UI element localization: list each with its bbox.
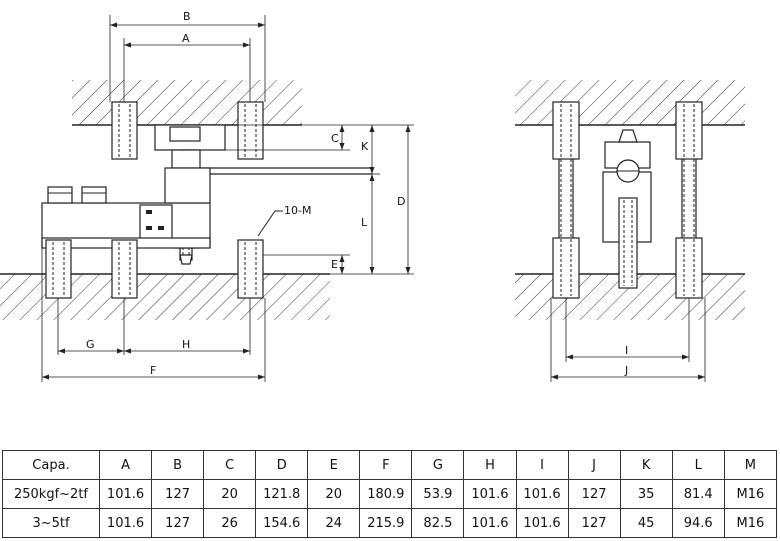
dim-label-e: E xyxy=(331,258,338,271)
table-cell: 26 xyxy=(203,508,257,538)
table-cell: 101.6 xyxy=(463,479,517,509)
header-cell: Capa. xyxy=(2,450,100,480)
table-cell: 81.4 xyxy=(671,479,725,509)
table-header-row: Capa. A B C D E F G H I J K L M xyxy=(2,450,778,480)
side-view: 10-M xyxy=(0,80,372,320)
table-cell: 45 xyxy=(619,508,673,538)
dim-label-k: K xyxy=(361,140,369,153)
front-rod xyxy=(618,197,638,289)
bottom-bolt-1 xyxy=(45,239,72,299)
table-cell: 127 xyxy=(151,508,205,538)
table-cell: 82.5 xyxy=(411,508,465,538)
header-cell: D xyxy=(255,450,309,480)
bottom-bolt-3 xyxy=(237,239,264,299)
table-cell: 101.6 xyxy=(515,508,569,538)
upper-nut xyxy=(171,149,201,169)
dim-label-i: I xyxy=(625,344,628,357)
front-bottom-bolt-right xyxy=(675,237,703,299)
table-cell: M16 xyxy=(723,479,778,509)
table-cell: 94.6 xyxy=(671,508,725,538)
front-top-plate-hatch xyxy=(515,80,745,125)
dim-label-g: G xyxy=(86,338,95,351)
dimension-arrows xyxy=(42,22,411,380)
header-cell: C xyxy=(203,450,257,480)
front-view xyxy=(515,80,745,320)
table-row: 3~5tf 101.6 127 26 154.6 24 215.9 82.5 1… xyxy=(2,508,778,538)
top-nut xyxy=(169,126,201,142)
table-cell: 127 xyxy=(567,508,621,538)
dim-label-h: H xyxy=(182,338,190,351)
table-cell: 127 xyxy=(567,479,621,509)
table-cell: 35 xyxy=(619,479,673,509)
header-cell: L xyxy=(671,450,725,480)
load-cell-upper xyxy=(164,167,211,204)
header-cell: B xyxy=(151,450,205,480)
header-cell: J xyxy=(567,450,621,480)
dimension-table: Capa. A B C D E F G H I J K L M 250kgf~2… xyxy=(2,450,778,538)
table-row: 250kgf~2tf 101.6 127 20 121.8 20 180.9 5… xyxy=(2,479,778,509)
bottom-bolt-2 xyxy=(111,239,138,299)
header-cell: E xyxy=(307,450,361,480)
table-cell: 180.9 xyxy=(359,479,413,509)
capacity-cell: 3~5tf xyxy=(2,508,100,538)
callout-label: 10-M xyxy=(284,204,311,217)
table-cell: 53.9 xyxy=(411,479,465,509)
table-cell: 20 xyxy=(203,479,257,509)
table-cell: 154.6 xyxy=(255,508,309,538)
header-cell: M xyxy=(723,450,778,480)
cable-gland xyxy=(139,204,173,240)
table-cell: 101.6 xyxy=(98,508,153,538)
header-cell: H xyxy=(463,450,517,480)
front-bottom-bolt-left xyxy=(552,237,580,299)
table-cell: 101.6 xyxy=(98,479,153,509)
front-top-bolt-left xyxy=(552,101,580,160)
table-cell: 215.9 xyxy=(359,508,413,538)
table-cell: 101.6 xyxy=(515,479,569,509)
dim-label-b: B xyxy=(183,10,191,23)
table-cell: 121.8 xyxy=(255,479,309,509)
dim-label-l: L xyxy=(361,216,368,229)
mounting-drawing: 10-M B A C xyxy=(0,10,745,382)
table-cell: 24 xyxy=(307,508,361,538)
table-cell: 101.6 xyxy=(463,508,517,538)
header-cell: K xyxy=(619,450,673,480)
table-cell: M16 xyxy=(723,508,778,538)
dim-label-f: F xyxy=(150,364,156,377)
header-cell: G xyxy=(411,450,465,480)
table-cell: 127 xyxy=(151,479,205,509)
cell-bolt-1 xyxy=(47,186,73,204)
dim-label-c: C xyxy=(331,132,339,145)
capacity-cell: 250kgf~2tf xyxy=(2,479,100,509)
top-bolt-right xyxy=(237,101,264,160)
header-cell: I xyxy=(515,450,569,480)
dim-label-a: A xyxy=(182,32,190,45)
front-top-bolt-right xyxy=(675,101,703,160)
cell-bolt-2 xyxy=(81,186,107,204)
table-cell: 20 xyxy=(307,479,361,509)
dimension-lines xyxy=(41,15,414,382)
dim-label-d: D xyxy=(397,195,405,208)
header-cell: A xyxy=(98,450,153,480)
header-cell: F xyxy=(359,450,413,480)
rod-tip xyxy=(179,254,193,265)
dim-label-j: J xyxy=(624,364,628,377)
top-bolt-left xyxy=(111,101,138,160)
top-plate-hatch xyxy=(72,80,302,125)
